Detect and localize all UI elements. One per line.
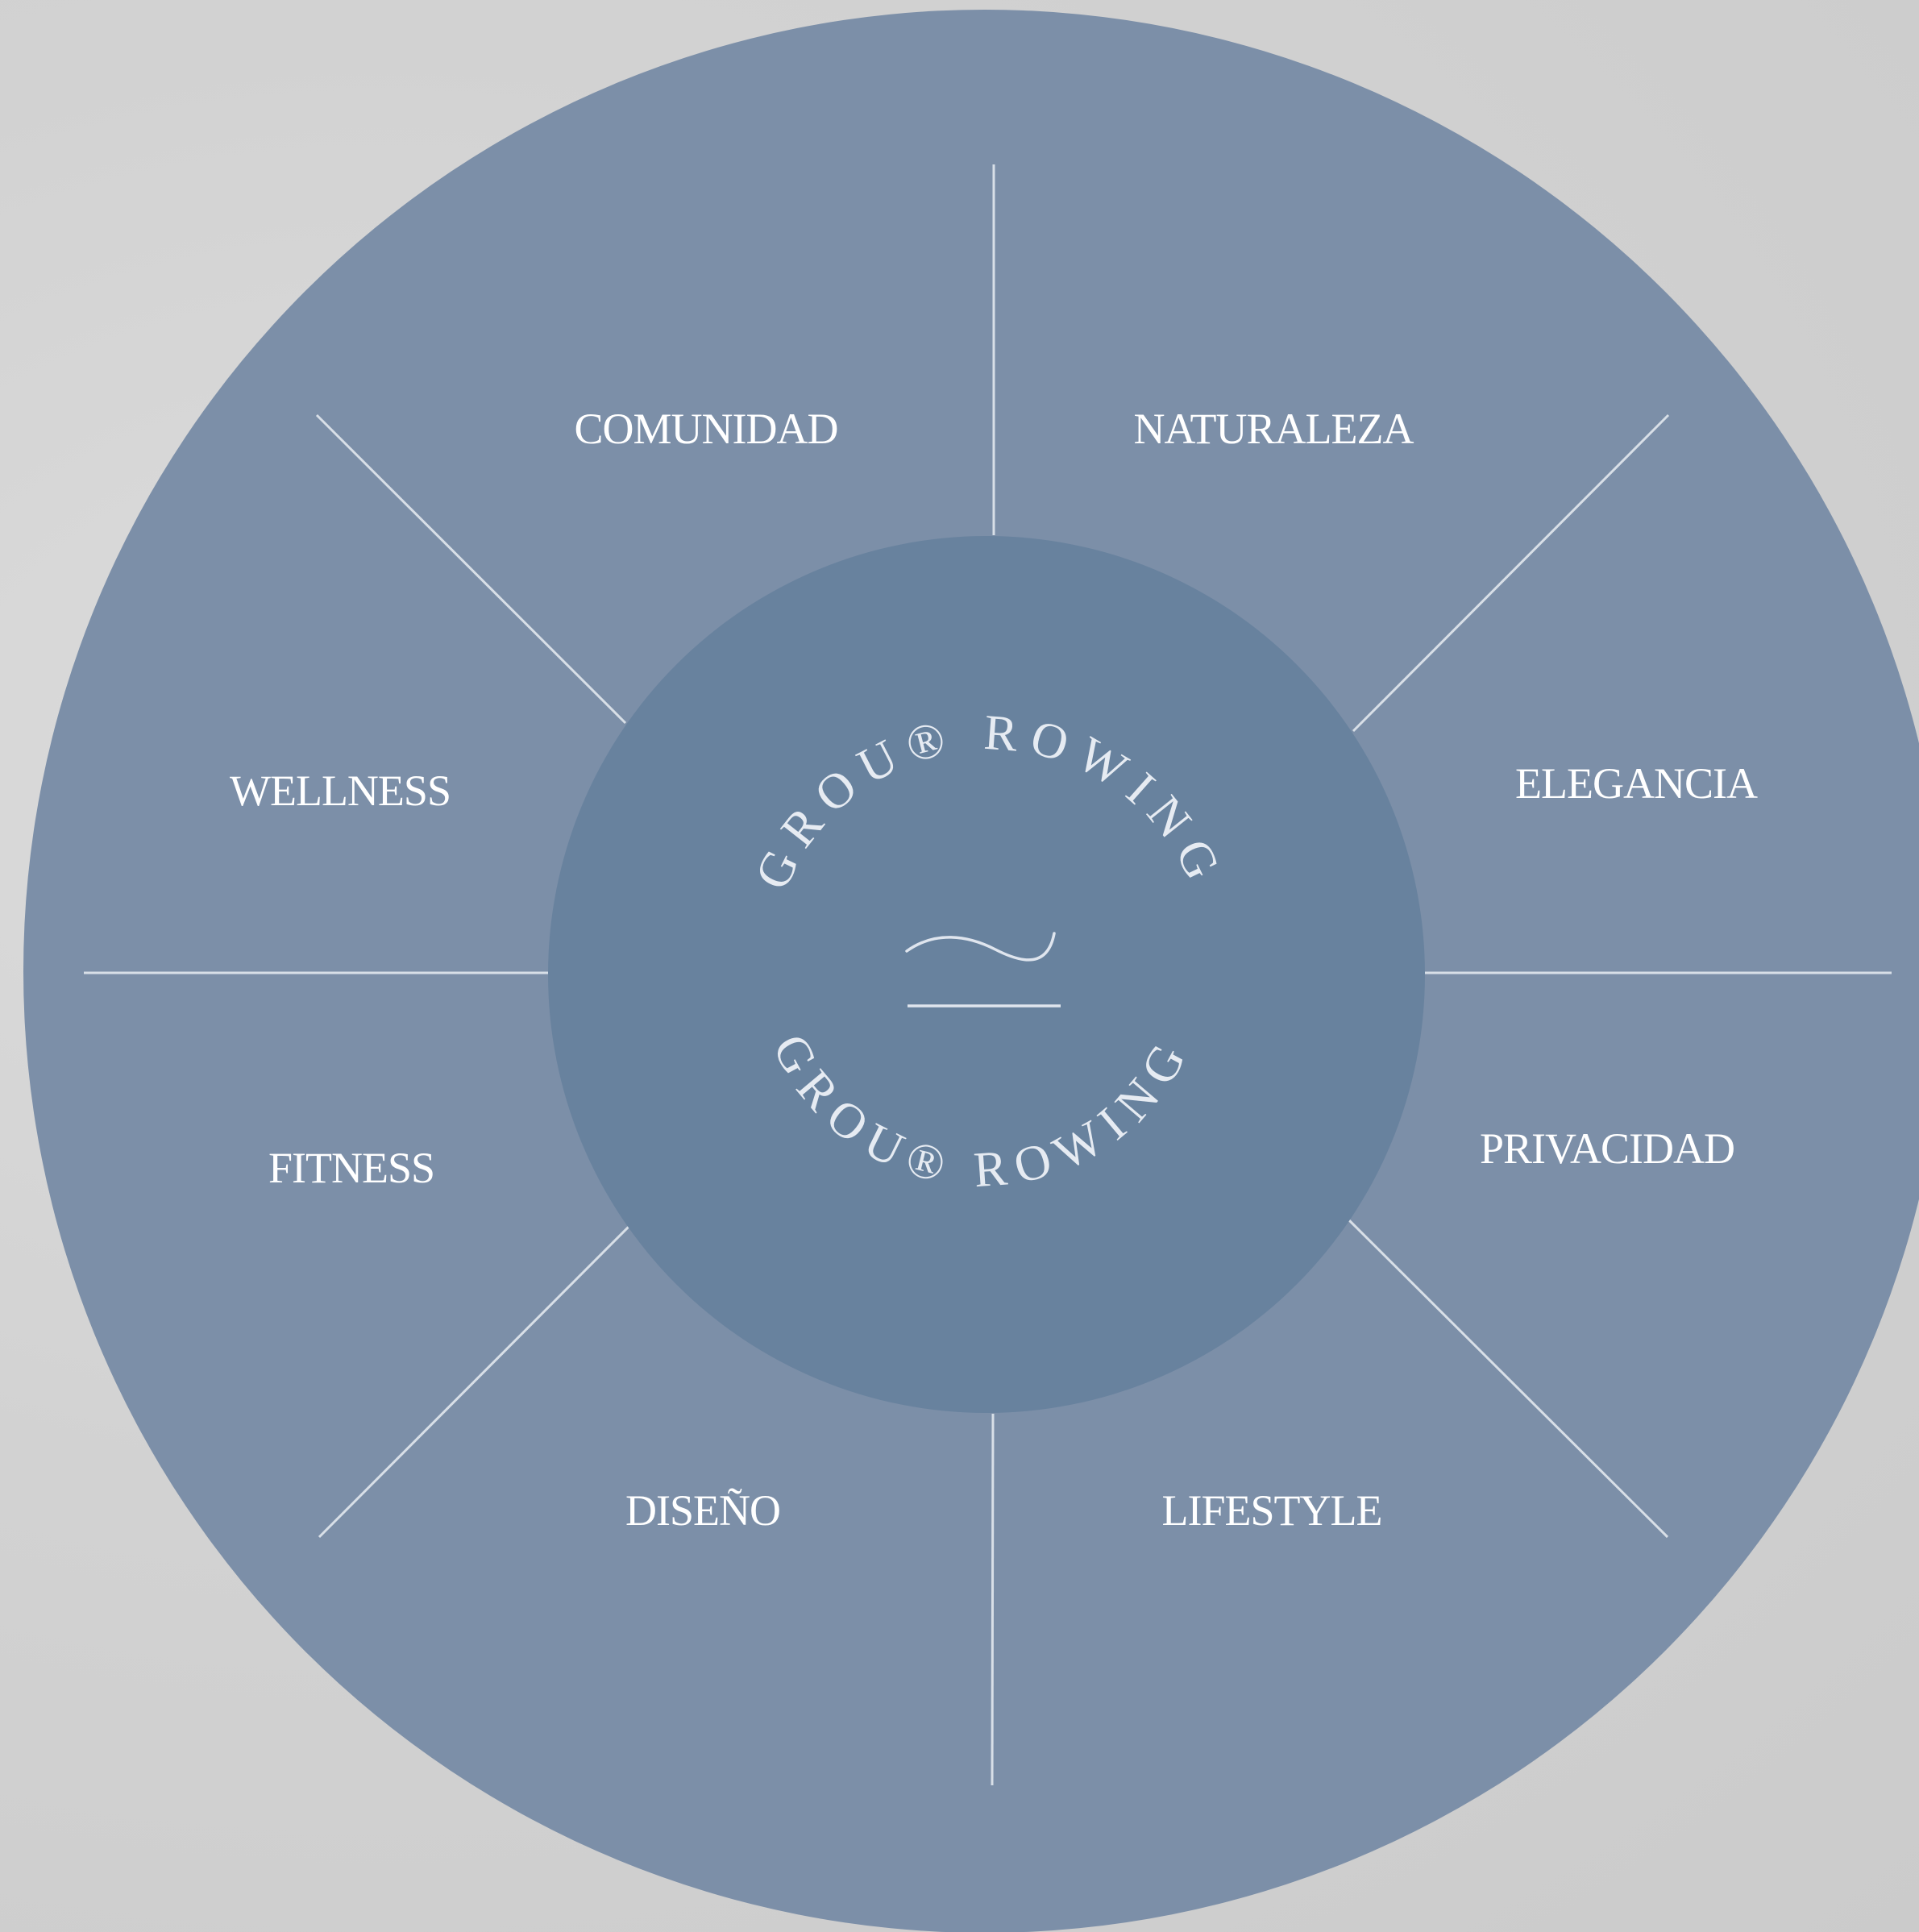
segment-label-privacidad: PRIVACIDAD — [1480, 1124, 1734, 1173]
segment-labels: COMUNIDAD NATURALEZA ELEGANCIA PRIVACIDA… — [230, 405, 1759, 1535]
divider-top-right — [1352, 413, 1670, 733]
segment-label-wellness: WELLNESS — [230, 767, 451, 815]
divider-bottom-right — [1348, 1219, 1669, 1539]
wave-over-line-icon — [905, 932, 1061, 1008]
segment-label-diseno: DISEÑO — [625, 1486, 780, 1535]
divider-bottom — [991, 1413, 995, 1786]
segment-label-comunidad: COMUNIDAD — [575, 405, 838, 453]
inner-disc — [548, 536, 1425, 1413]
divider-top-left — [315, 413, 627, 725]
segment-label-naturaleza: NATURALEZA — [1134, 405, 1414, 453]
segment-label-fitness: FITNESS — [268, 1144, 434, 1192]
segment-label-lifestyle: LIFESTYLE — [1162, 1486, 1382, 1535]
wave-icon — [905, 932, 1056, 962]
segment-label-elegancia: ELEGANCIA — [1515, 759, 1758, 808]
segment-dividers — [84, 164, 1892, 1786]
divider-bottom-left — [318, 1225, 630, 1539]
